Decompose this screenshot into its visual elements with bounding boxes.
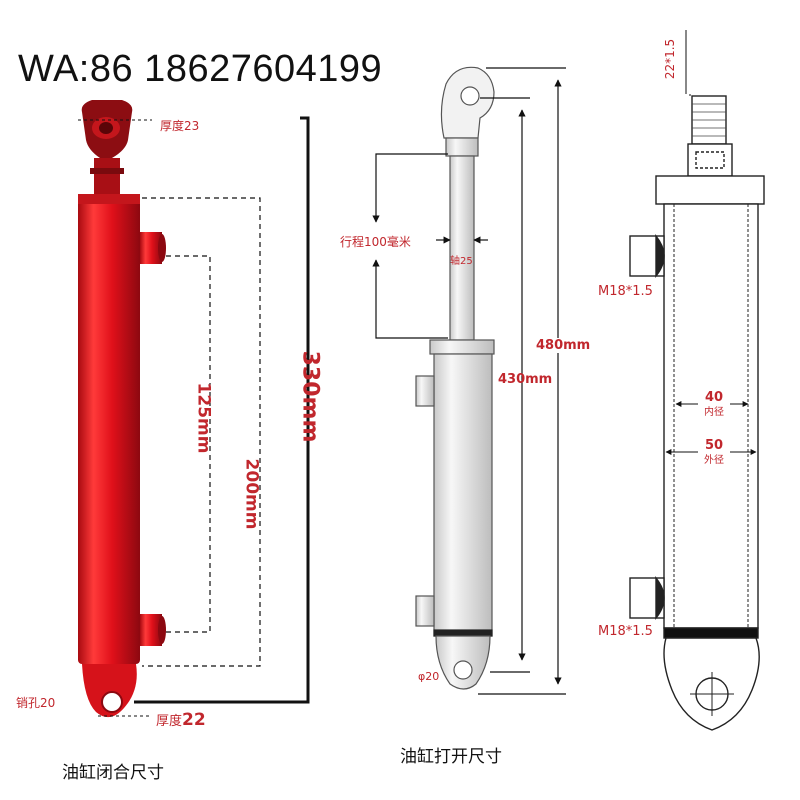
shaft-label: 轴25 <box>450 256 473 267</box>
right-cylinder <box>629 95 765 731</box>
outer-diameter-label: 外径 <box>704 455 724 466</box>
inner-diameter-value: 40 <box>704 390 724 405</box>
inner-diameter: 40 内径 <box>704 390 724 418</box>
contact-header: WA:86 18627604199 <box>18 48 383 90</box>
left-thickness-top: 厚度23 <box>160 119 200 133</box>
dim-430mm: 430mm <box>498 372 553 387</box>
right-dimensions <box>665 30 757 455</box>
port-top-label: M18*1.5 <box>598 284 653 299</box>
left-dimensions <box>78 116 310 717</box>
middle-dimensions <box>372 67 566 695</box>
dim-330mm: 330mm <box>297 350 323 443</box>
left-thickness-bottom: 厚度22 <box>156 710 206 730</box>
left-thickness-bottom-prefix: 厚度 <box>156 714 183 729</box>
thread-label: 22*1.5 <box>663 38 678 80</box>
left-caption: 油缸闭合尺寸 <box>62 763 164 783</box>
stroke-label: 行程100毫米 <box>340 233 411 250</box>
outer-diameter: 50 外径 <box>704 438 724 466</box>
middle-caption: 油缸打开尺寸 <box>400 747 502 767</box>
left-cylinder <box>78 100 166 718</box>
dim-480mm: 480mm <box>536 338 591 353</box>
port-bottom-label: M18*1.5 <box>598 624 653 639</box>
outer-diameter-value: 50 <box>704 438 724 453</box>
left-thickness-bottom-value: 22 <box>182 710 206 730</box>
inner-diameter-label: 内径 <box>704 407 724 418</box>
pin-label: φ20 <box>418 670 440 683</box>
dim-125mm: 125mm <box>193 382 214 454</box>
middle-cylinder <box>415 66 495 690</box>
left-pin-hole: 销孔20 <box>16 696 56 710</box>
dim-200mm: 200mm <box>241 458 262 530</box>
